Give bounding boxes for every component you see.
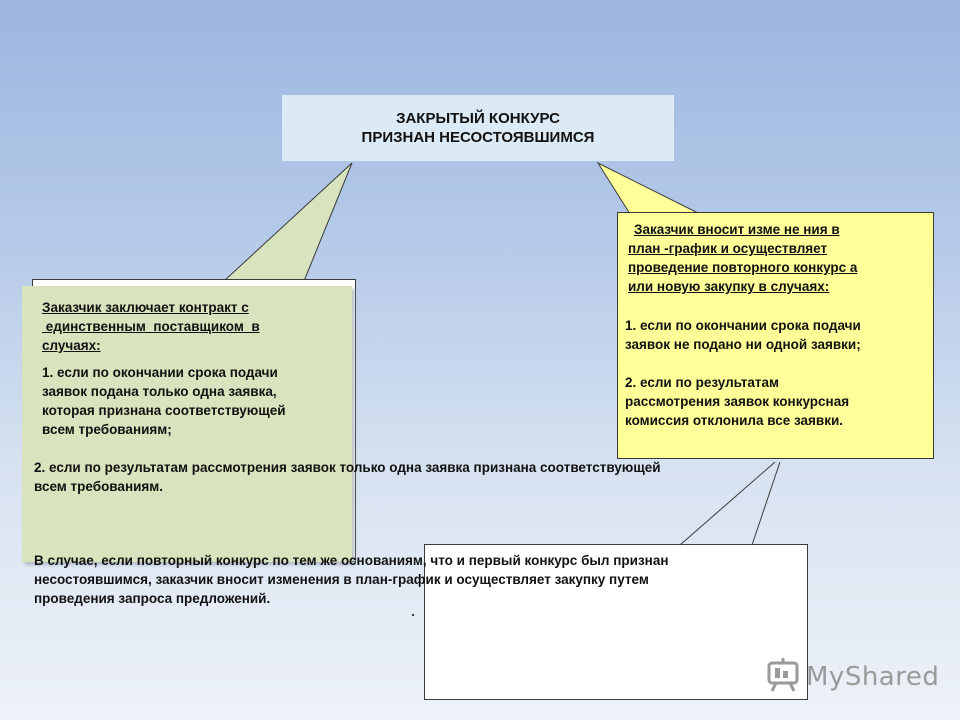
right-box: [617, 212, 934, 459]
title-box: ЗАКРЫТЫЙ КОНКУРС ПРИЗНАН НЕСОСТОЯВШИМСЯ: [282, 95, 674, 161]
right-heading-line-4: или новую закупку в случаях:: [628, 279, 830, 294]
bottom-note-line-2: несостоявшимся, заказчик вносит изменени…: [34, 572, 649, 587]
right-item1-line-2: заявок не подано ни одной заявки;: [625, 337, 861, 352]
bottom-note-line-3: проведения запроса предложений.: [34, 591, 271, 606]
bottom-note-line-1: В случае, если повторный конкурс по тем …: [34, 553, 669, 568]
left-item1-line-3: которая признана соответствующей: [42, 403, 286, 418]
right-item2-line-1: 2. если по результатам: [625, 375, 779, 390]
right-heading-line-2: план -график и осуществляет: [628, 241, 828, 256]
title-line-1: ЗАКРЫТЫЙ КОНКУРС: [396, 110, 560, 127]
left-item2-line-1: 2. если по результатам рассмотрения заяв…: [34, 460, 661, 475]
bottom-pointer-line-left: [679, 461, 776, 546]
right-heading-line-3: проведение повторного конкурс а: [628, 260, 858, 275]
presentation-board-icon: [766, 656, 800, 697]
right-item2-line-3: комиссия отклонила все заявки.: [625, 413, 844, 428]
logo-text: MyShared: [806, 661, 940, 692]
title-line-2: ПРИЗНАН НЕСОСТОЯВШИМСЯ: [361, 129, 595, 146]
left-item1-line-2: заявок подана только одна заявка,: [42, 384, 277, 399]
right-item2-line-2: рассмотрения заявок конкурсная: [625, 394, 850, 409]
stray-dot: [412, 614, 414, 616]
bottom-note-frame: [424, 544, 808, 700]
left-item2-line-2: всем требованиям.: [34, 479, 164, 494]
myshared-logo: MyShared: [766, 656, 939, 697]
left-heading-line-3: случаях:: [42, 338, 101, 353]
left-heading-line-1: Заказчик заключает контракт с: [42, 300, 249, 315]
left-heading-line-2: единственным поставщиком в: [42, 319, 260, 334]
right-item1-line-1: 1. если по окончании срока подачи: [625, 318, 861, 333]
left-box: [22, 286, 352, 562]
left-item1-line-1: 1. если по окончании срока подачи: [42, 365, 278, 380]
bottom-pointer-line-right: [751, 461, 781, 546]
right-heading-line-1: Заказчик вносит изме не ния в: [634, 222, 840, 237]
left-item1-line-4: всем требованиям;: [42, 422, 172, 437]
